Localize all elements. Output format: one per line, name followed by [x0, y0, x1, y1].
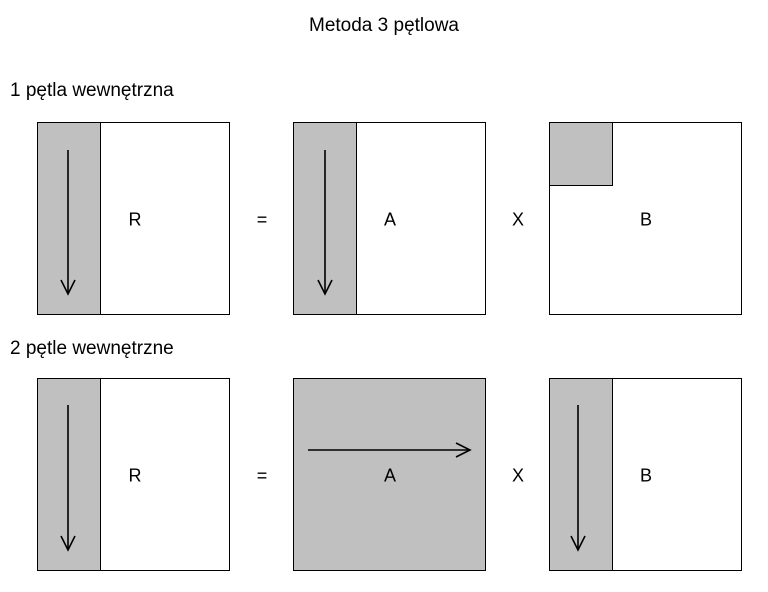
row-2-times-sign: X — [511, 465, 525, 486]
row-1-matrix-r-column-highlight — [37, 122, 101, 315]
diagram-title: Metoda 3 pętlowa — [309, 15, 459, 36]
row-1-equals-sign: = — [256, 209, 268, 230]
row-2-matrix-a-full-highlight — [293, 378, 486, 571]
row-1-times-sign: X — [511, 209, 525, 230]
row-1-label: 1 pętla wewnętrzna — [10, 80, 174, 101]
row-1-matrix-b-cell-highlight — [549, 122, 613, 186]
row-2-matrix-r-column-highlight — [37, 378, 101, 571]
row-2-matrix-b-column-highlight — [549, 378, 613, 571]
row-1-matrix-b-label: B — [639, 209, 653, 230]
row-2-matrix-r-label: R — [128, 465, 142, 486]
row-1-matrix-a-label: A — [383, 209, 397, 230]
row-2-label: 2 pętle wewnętrzne — [10, 338, 174, 359]
row-2-matrix-a-label: A — [383, 465, 397, 486]
row-1-matrix-r-label: R — [128, 209, 142, 230]
row-2-matrix-b-label: B — [639, 465, 653, 486]
row-2-equals-sign: = — [256, 465, 268, 486]
